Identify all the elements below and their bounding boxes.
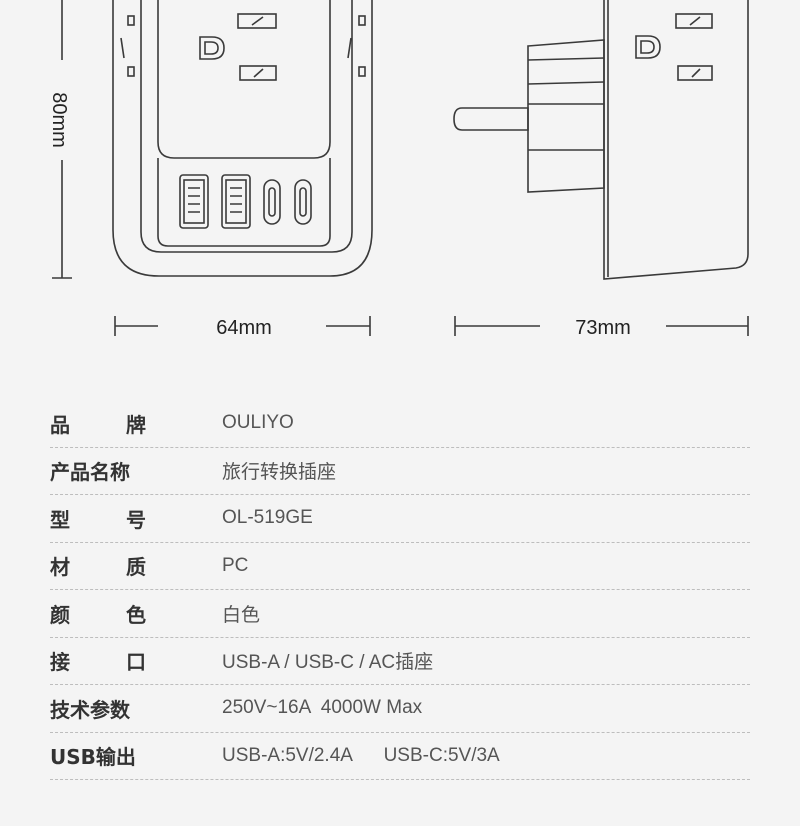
spec-row-usb-output: USB输出 USB-A:5V/2.4A USB-C:5V/3A bbox=[50, 733, 750, 780]
spec-label: 接 口 bbox=[50, 650, 146, 675]
depth-dimension-label: 73mm bbox=[575, 317, 631, 339]
spec-row-brand: 品 牌 OULIYO bbox=[50, 400, 750, 448]
spec-label: 颜 色 bbox=[50, 602, 146, 627]
spec-row-technical-params: 技术参数 250V~16A 4000W Max bbox=[50, 685, 750, 733]
width-dimension-line bbox=[114, 316, 371, 336]
spec-table: 品 牌 OULIYO 产品名称 旅行转换插座 型 号 OL-519GE 材 质 … bbox=[50, 400, 750, 780]
side-view-outline bbox=[453, 0, 749, 280]
spec-value: 250V~16A 4000W Max bbox=[222, 697, 423, 719]
spec-row-color: 颜 色 白色 bbox=[50, 590, 750, 638]
spec-label: 品 牌 bbox=[50, 412, 146, 437]
spec-label: 型 号 bbox=[50, 507, 146, 532]
side-clip-icons bbox=[120, 15, 366, 77]
spec-value: 白色 bbox=[222, 604, 261, 626]
spec-value: 旅行转换插座 bbox=[222, 462, 337, 484]
spec-value: USB-A:5V/2.4A USB-C:5V/3A bbox=[222, 744, 500, 766]
spec-value: OULIYO bbox=[222, 412, 294, 434]
spec-label: 材 质 bbox=[50, 555, 146, 580]
usb-c-port-icons bbox=[263, 179, 312, 225]
height-dimension-label: 80mm bbox=[48, 92, 70, 148]
spec-row-model: 型 号 OL-519GE bbox=[50, 495, 750, 543]
spec-label: 技术参数 bbox=[50, 697, 130, 722]
side-ground-pin-hole-icon bbox=[635, 35, 661, 59]
spec-value: USB-A / USB-C / AC插座 bbox=[222, 652, 434, 674]
height-dimension-line bbox=[52, 0, 72, 279]
spec-label: USB输出 bbox=[50, 745, 136, 770]
ac-socket-slots bbox=[237, 13, 277, 81]
width-dimension-label: 64mm bbox=[216, 317, 272, 339]
usb-a-port-icons bbox=[179, 174, 251, 229]
product-dimension-drawing: 80mm 64mm 73mm bbox=[48, 0, 749, 339]
spec-label: 产品名称 bbox=[50, 460, 130, 485]
spec-row-product-name: 产品名称 旅行转换插座 bbox=[50, 448, 750, 495]
ground-pin-hole-icon bbox=[199, 36, 225, 60]
front-view-outline bbox=[112, 0, 373, 277]
spec-value: PC bbox=[222, 554, 249, 576]
spec-row-interface: 接 口 USB-A / USB-C / AC插座 bbox=[50, 638, 750, 685]
side-ac-socket-slots bbox=[675, 13, 713, 81]
spec-value: OL-519GE bbox=[222, 507, 313, 529]
spec-row-material: 材 质 PC bbox=[50, 543, 750, 590]
depth-dimension-line bbox=[454, 316, 749, 336]
